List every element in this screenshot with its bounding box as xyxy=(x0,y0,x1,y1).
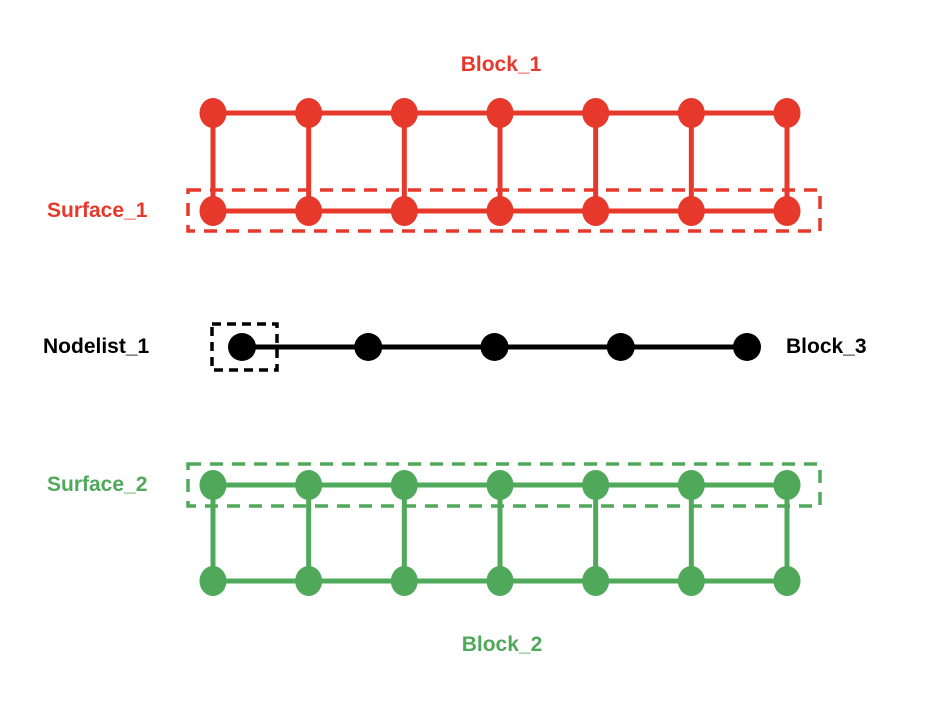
block2-node xyxy=(295,566,323,596)
block2-node xyxy=(390,566,418,596)
block2-node xyxy=(486,470,514,500)
block3-label: Block_3 xyxy=(786,335,867,358)
block1-node xyxy=(486,98,514,128)
nodelist-node xyxy=(733,333,761,361)
block1-node xyxy=(773,196,801,226)
block1-node xyxy=(390,98,418,128)
block2-node xyxy=(582,470,610,500)
block2-node xyxy=(773,470,801,500)
block2-node xyxy=(390,470,418,500)
block1-node xyxy=(677,98,705,128)
block2-title: Block_2 xyxy=(461,633,543,656)
block1-node xyxy=(199,196,227,226)
block2-node xyxy=(677,566,705,596)
block2-node xyxy=(486,566,514,596)
block1-node xyxy=(199,98,227,128)
block1-node xyxy=(677,196,705,226)
block2-node xyxy=(582,566,610,596)
block1-node xyxy=(773,98,801,128)
block1-node xyxy=(486,196,514,226)
nodelist-node xyxy=(228,333,256,361)
nodelist-node xyxy=(354,333,383,361)
block2-node xyxy=(295,470,323,500)
block2-node xyxy=(199,470,227,500)
block1-node xyxy=(295,196,323,226)
surface1-label: Surface_1 xyxy=(47,199,148,222)
block1-node xyxy=(390,196,418,226)
nodelist-highlight-outline xyxy=(210,322,279,372)
block1-title: Block_1 xyxy=(460,53,542,76)
nodelist1-label: Nodelist_1 xyxy=(43,335,150,358)
nodelist-node xyxy=(480,333,509,361)
block2-node xyxy=(677,470,705,500)
surface2-outline xyxy=(186,462,822,508)
block2-node xyxy=(199,566,227,596)
nodelist-node xyxy=(606,333,635,361)
surface1-outline xyxy=(186,188,822,233)
surface2-label: Surface_2 xyxy=(47,473,148,496)
block2-node xyxy=(773,566,801,596)
block1-node xyxy=(582,98,610,128)
block1-node xyxy=(295,98,323,128)
block1-node xyxy=(582,196,610,226)
